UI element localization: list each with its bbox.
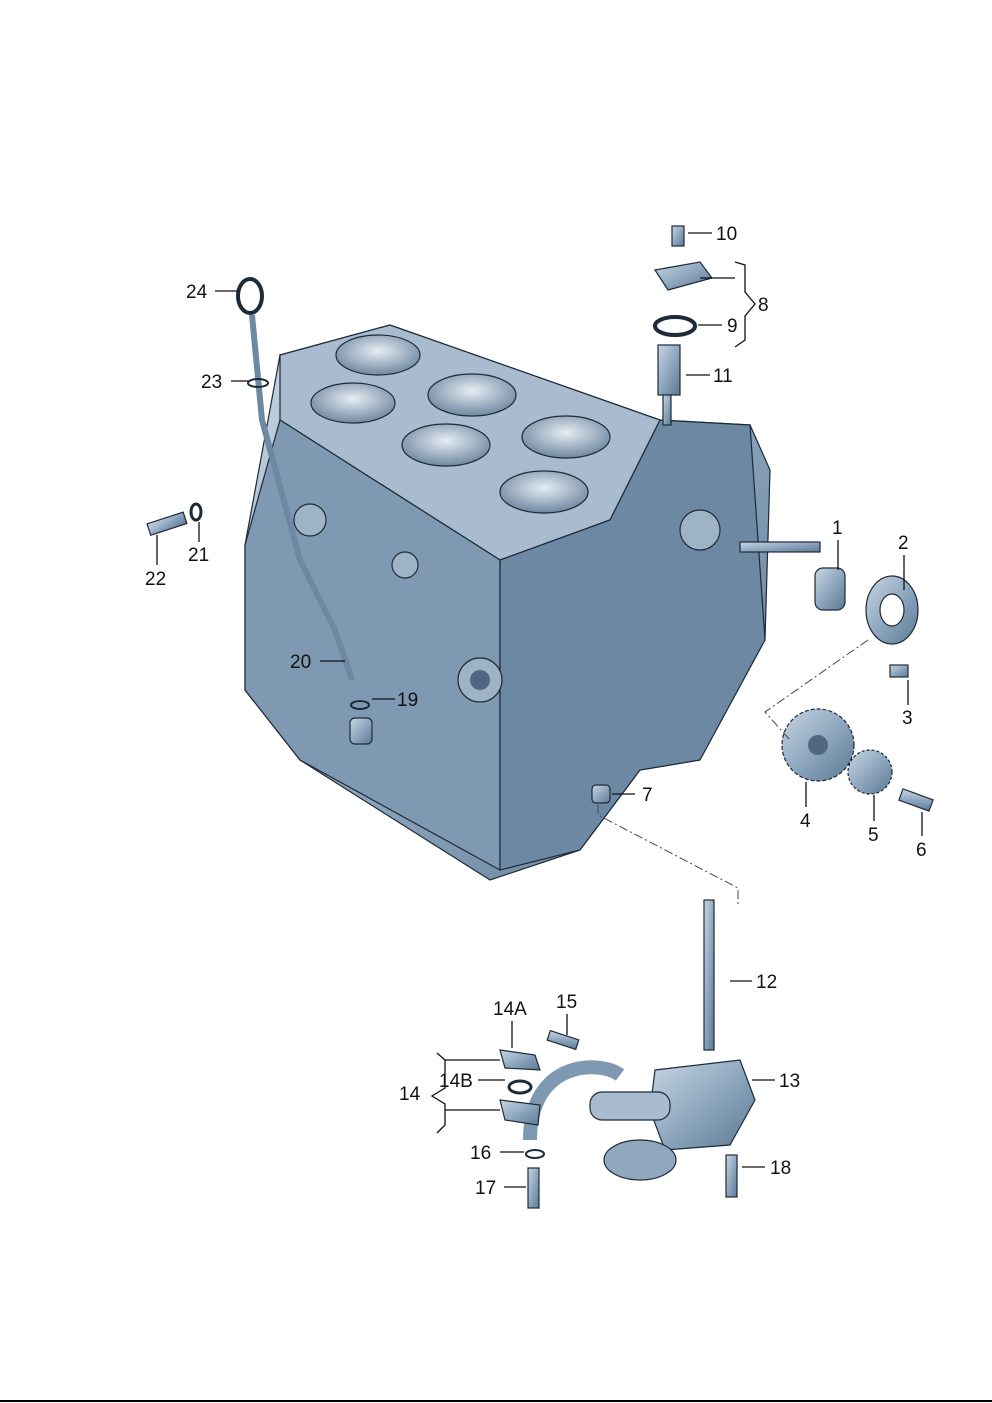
callout-14a: 14A [493,999,527,1020]
washer-16 [525,1149,545,1159]
callout-2: 2 [898,533,909,554]
callout-14: 14 [399,1084,421,1105]
callout-15: 15 [556,992,577,1013]
callout-18: 18 [770,1158,791,1179]
engine-block [244,324,771,881]
callout-19: 19 [397,690,418,711]
bottom-rule [0,1400,992,1402]
callout-11: 11 [713,366,733,387]
dipstick-handle-24 [236,277,264,315]
bolt-10 [671,225,685,247]
callout-1: 1 [832,518,843,539]
parts [146,225,934,1209]
callout-5: 5 [868,825,879,846]
callout-8: 8 [758,295,769,316]
callout-10: 10 [716,224,737,245]
callout-20: 20 [290,652,311,673]
shaft-1 [739,541,821,553]
washer-21 [189,502,203,522]
callout-4: 4 [800,811,811,832]
seal-9 [653,315,697,337]
callout-17: 17 [475,1178,496,1199]
bolt-3 [889,664,909,678]
callout-24: 24 [186,282,208,303]
gasket-14a [499,1049,541,1071]
callout-6: 6 [916,840,927,861]
callout-14b: 14B [439,1071,473,1092]
dipstick-tube-20 [249,314,355,681]
shaft-12 [703,899,715,1051]
bolt-6 [898,788,934,812]
ring-23 [247,378,269,388]
callout-labels: 10 8 9 11 24 23 1 2 22 21 20 19 3 7 4 5 … [145,224,927,1199]
cylinder-bores [310,334,611,514]
bolt-22 [146,511,188,537]
bolt-17 [527,1167,540,1209]
bolt-18 [725,1154,738,1198]
callout-13: 13 [779,1071,800,1092]
callout-16: 16 [470,1143,491,1164]
oring-14b [507,1079,533,1095]
alignment-lines [597,639,869,905]
sprocket-5 [847,749,893,795]
callout-9: 9 [727,316,738,337]
drive-11 [657,344,681,396]
bushing-7 [591,784,611,804]
leader-lines [156,232,923,1188]
callout-7: 7 [642,785,653,806]
callout-3: 3 [902,708,913,729]
ring-19 [350,700,370,710]
callout-12: 12 [756,972,777,993]
bolt-15 [546,1029,580,1051]
callout-23: 23 [201,372,222,393]
callout-21: 21 [188,545,209,566]
cover-8 [654,261,714,291]
callout-22: 22 [145,569,166,590]
